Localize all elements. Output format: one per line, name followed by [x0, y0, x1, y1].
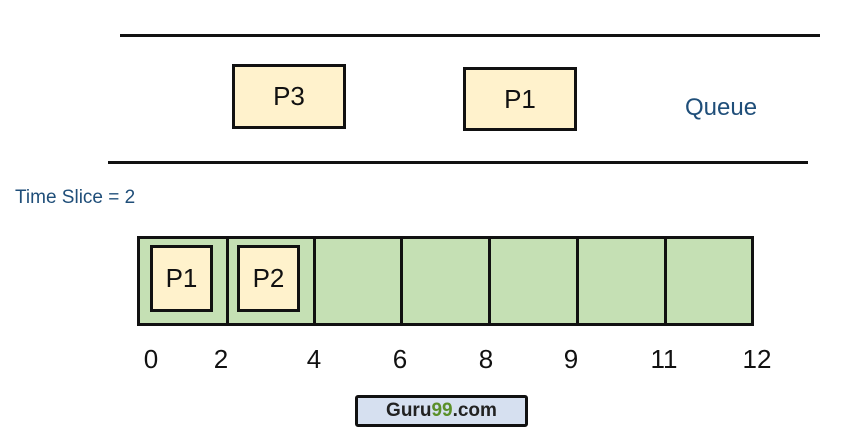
queue-process-p3: P3	[232, 64, 346, 129]
time-slice-label: Time Slice = 2	[15, 187, 136, 208]
tick-label: 9	[563, 344, 579, 374]
gantt-cell	[664, 236, 754, 326]
gantt-cell	[576, 236, 667, 326]
tick-label: 4	[306, 344, 322, 374]
tick-label: 0	[143, 344, 159, 374]
queue-top-line	[120, 34, 820, 37]
tick-label: 2	[213, 344, 229, 374]
queue-label: Queue	[685, 94, 758, 121]
gantt-process-p1: P1	[150, 245, 213, 312]
gantt-process-p2: P2	[237, 245, 300, 312]
logo-prefix: Guru	[386, 400, 432, 421]
logo-number: 99	[431, 400, 453, 421]
tick-label: 6	[392, 344, 408, 374]
tick-label: 12	[742, 344, 772, 374]
tick-label: 8	[478, 344, 494, 374]
queue-bottom-line	[108, 161, 808, 164]
gantt-cell	[488, 236, 579, 326]
tick-label: 11	[650, 344, 678, 374]
logo-suffix: .com	[452, 400, 497, 421]
gantt-cell	[400, 236, 491, 326]
gantt-cell	[313, 236, 403, 326]
queue-process-p1: P1	[463, 67, 577, 131]
